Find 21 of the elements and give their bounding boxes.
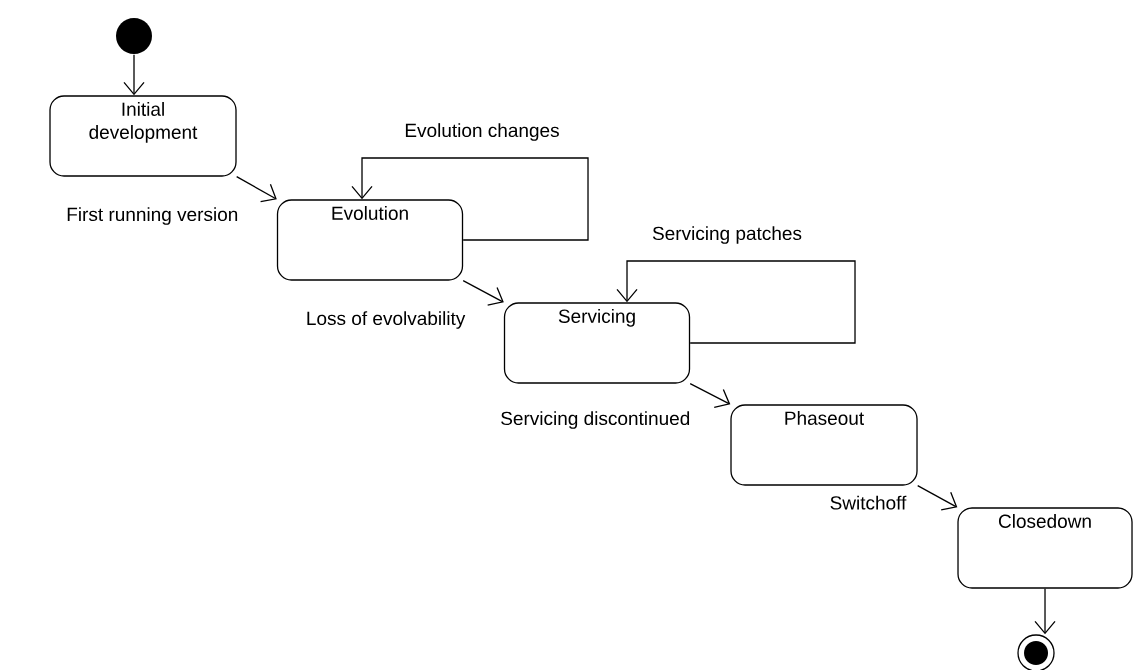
state-box: Closedown: [957, 507, 1133, 589]
edge-label: Servicing discontinued: [501, 411, 690, 429]
loop-arrow: [351, 157, 589, 241]
edge-label: Loss of evolvability: [307, 311, 466, 329]
edge-label: First running version: [67, 207, 238, 225]
arrow: [462, 280, 504, 306]
arrow: [917, 485, 958, 511]
state-box: Evolution: [276, 199, 464, 281]
end-bullseye: [1017, 634, 1055, 670]
state-box: Servicing: [503, 302, 691, 384]
arrow: [689, 383, 731, 408]
arrow: [1034, 588, 1056, 635]
edge-label: Switchoff: [830, 495, 907, 510]
state-box: Phaseout: [730, 404, 918, 486]
loop-arrow: [616, 260, 856, 344]
arrow: [123, 54, 145, 96]
edge-label: Evolution changes: [405, 123, 559, 141]
start-dot: [116, 18, 152, 54]
edge-label: Servicing patches: [652, 226, 802, 244]
arrow: [236, 176, 277, 203]
state-box: Initial development: [49, 95, 237, 177]
